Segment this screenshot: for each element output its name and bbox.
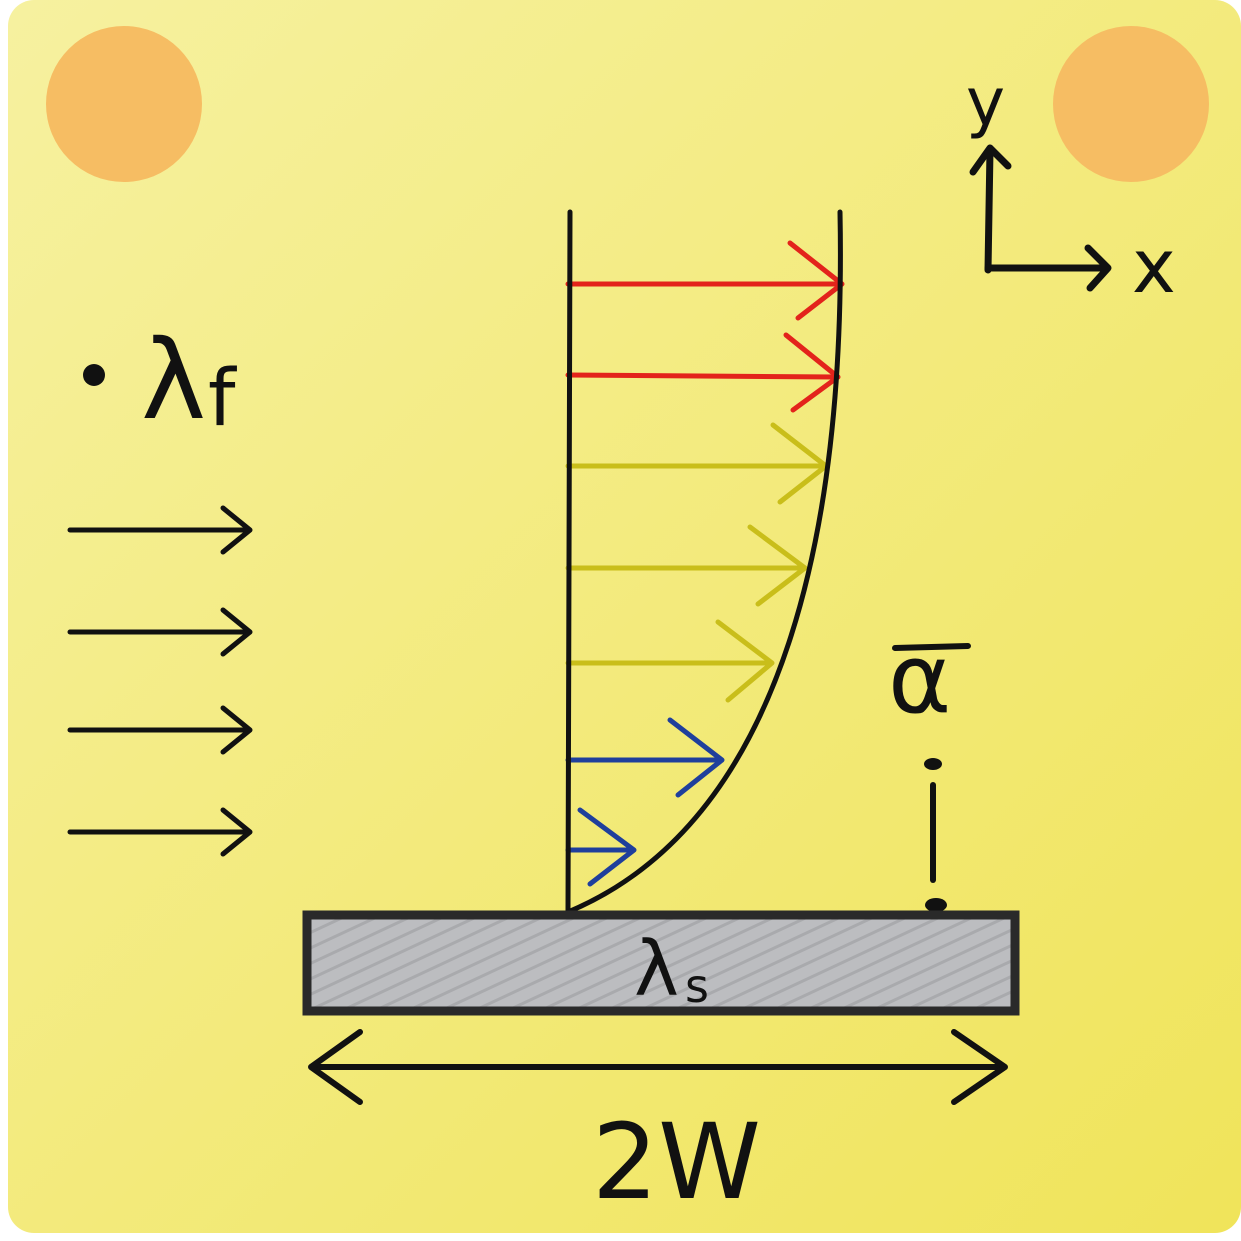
fluid-conductivity-subscript: f xyxy=(208,354,237,444)
heat-transfer-marker: α xyxy=(888,623,971,912)
solid-conductivity-subscript: s xyxy=(685,959,709,1013)
marker-dot-bottom xyxy=(925,898,947,912)
bullet-dot xyxy=(83,364,105,386)
free-stream-arrow xyxy=(67,807,253,857)
x-axis-arrowhead xyxy=(1084,244,1112,292)
velocity-profile-curve xyxy=(565,209,843,915)
free-stream-arrow xyxy=(67,607,253,657)
boundary-layer-diagram: y x λ f xyxy=(8,0,1241,1233)
marker-dot-top xyxy=(924,758,942,770)
axis-y-label: y xyxy=(966,64,1005,141)
diagram-card: y x λ f xyxy=(8,0,1241,1233)
free-stream-arrow xyxy=(67,505,253,555)
velocity-arrow-7 xyxy=(565,807,637,887)
wall-normal-line xyxy=(565,209,573,915)
free-stream-arrow xyxy=(67,705,253,755)
coordinate-axes xyxy=(969,144,1112,292)
free-stream-arrows xyxy=(67,505,253,857)
alpha-overbar xyxy=(892,643,971,651)
width-label: 2W xyxy=(592,1101,761,1223)
velocity-arrow-4 xyxy=(565,524,808,607)
solid-plate: λ s xyxy=(302,910,1020,1016)
axis-x-label: x xyxy=(1132,224,1176,310)
velocity-arrow-5 xyxy=(565,619,775,703)
fluid-conductivity-symbol: λ xyxy=(141,316,206,444)
solid-conductivity-symbol: λ xyxy=(634,924,679,1013)
y-axis-arrowhead xyxy=(969,144,1012,176)
width-dimension-arrow xyxy=(308,1029,1008,1105)
corner-dot-left xyxy=(46,26,202,182)
card-background xyxy=(8,0,1241,1233)
velocity-arrow-6 xyxy=(565,717,725,798)
heat-transfer-coefficient-label: α xyxy=(888,623,951,735)
y-axis-line xyxy=(984,146,994,274)
plate-body xyxy=(302,910,1020,1016)
corner-dot-right xyxy=(1053,26,1209,182)
velocity-profile xyxy=(565,209,843,915)
